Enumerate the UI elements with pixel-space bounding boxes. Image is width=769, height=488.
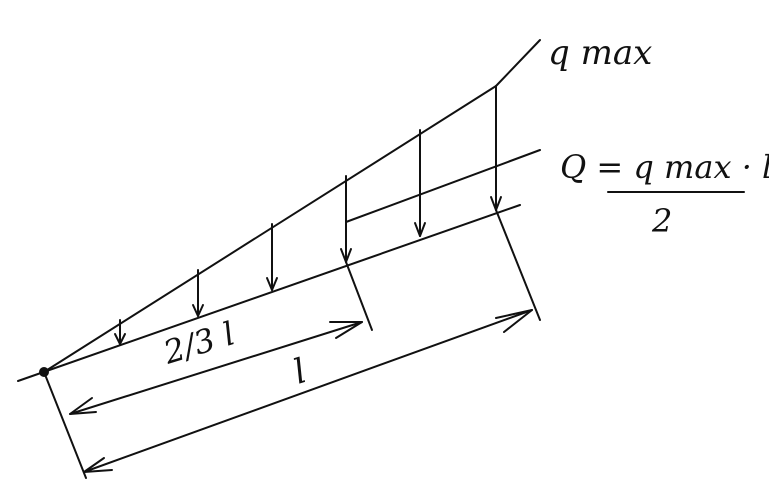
two-thirds-length-label: 2/3 l bbox=[158, 314, 239, 372]
load-arrow bbox=[340, 175, 352, 263]
dimension-two-thirds-length bbox=[69, 321, 363, 415]
resultant-line bbox=[345, 149, 541, 223]
extension-line-two-thirds bbox=[345, 261, 373, 331]
resultant-denominator-label: 2 bbox=[651, 202, 672, 240]
load-arrow bbox=[266, 223, 278, 291]
load-arrow bbox=[414, 129, 426, 237]
qmax-label: q max bbox=[548, 33, 652, 73]
load-arrow bbox=[114, 319, 126, 345]
load-upper-edge bbox=[43, 85, 497, 373]
load-arrow bbox=[192, 269, 204, 317]
extension-line-end bbox=[495, 209, 541, 321]
resultant-force-label: Q = q max · l bbox=[560, 148, 769, 186]
qmax-leader-line bbox=[495, 39, 541, 87]
length-label: l bbox=[289, 351, 311, 392]
dimension-length bbox=[83, 309, 533, 473]
load-arrows bbox=[114, 85, 502, 345]
load-arrow bbox=[490, 85, 502, 211]
extension-line-start bbox=[43, 371, 87, 479]
beam-axis bbox=[17, 204, 521, 382]
